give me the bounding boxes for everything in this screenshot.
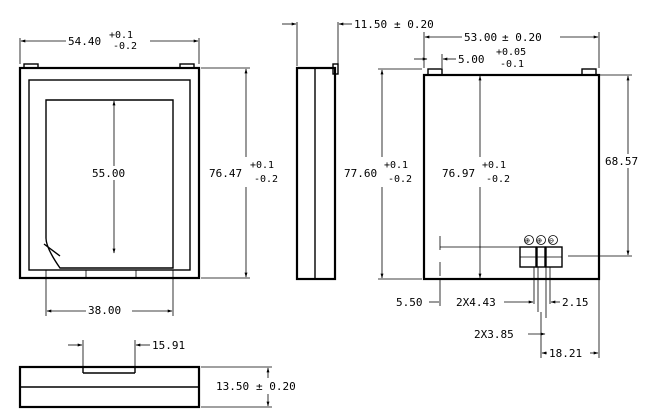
front-window-width-value: 38.00	[88, 304, 121, 317]
bottom-thickness-tol: ± 0.20	[256, 380, 296, 393]
front-window	[45, 99, 174, 269]
symbol-plus-2: ⊕	[537, 236, 542, 245]
back-height-value: 77.60	[344, 167, 377, 180]
front-width-tol-lower: -0.2	[113, 41, 137, 52]
front-bottom-step	[85, 269, 137, 279]
symbol-plus-1: ⊕	[525, 236, 530, 245]
back-view: 53.00 ± 0.20 5.00 +0.05 -0.1 77.60 +0.1 …	[342, 30, 645, 360]
front-height-tol-lower: -0.2	[254, 174, 278, 185]
back-height-tol-lower: -0.2	[388, 174, 412, 185]
symbol-minus: ⊖	[549, 236, 554, 245]
back-inner-height-value: 76.97	[442, 167, 475, 180]
symbol-plus-1-ring	[524, 235, 534, 245]
back-terminal-pitch-value: 2X3.85	[474, 328, 514, 341]
front-tab-right	[179, 63, 195, 69]
side-thickness-value: 11.50	[354, 18, 387, 31]
back-body	[422, 73, 601, 281]
back-terminal-gap-value: 2.15	[562, 296, 589, 309]
bottom-thickness-value: 13.50	[216, 380, 249, 393]
side-thickness-tol: ± 0.20	[394, 18, 434, 31]
front-height-value: 76.47	[209, 167, 242, 180]
front-tab-left	[23, 63, 39, 69]
front-window-height-value: 55.00	[92, 167, 125, 180]
back-inner-height-tol-upper: +0.1	[482, 160, 506, 171]
symbol-plus-2-ring	[536, 235, 546, 245]
symbol-minus-ring	[548, 235, 558, 245]
back-terminal-width-value: 2X4.43	[456, 296, 496, 309]
front-width-value: 54.40	[68, 35, 101, 48]
back-terminal-height-value: 68.57	[605, 155, 638, 168]
front-view: 54.40 +0.1 -0.2 55.00 76.47 +0.1 -0.2 38…	[18, 30, 278, 317]
back-tab-right	[581, 68, 597, 76]
back-width-tol: ± 0.20	[502, 31, 542, 44]
side-view: 11.50 ± 0.20	[282, 18, 434, 281]
back-height-tol-upper: +0.1	[384, 160, 408, 171]
side-body	[295, 66, 337, 281]
back-terminal-offset-value: 18.21	[549, 347, 582, 360]
back-tab-tol-upper: +0.05	[496, 47, 526, 58]
back-bottom-offset-value: 5.50	[396, 296, 423, 309]
bottom-view: 15.91 13.50 ± 0.20	[18, 339, 320, 409]
front-height-tol-upper: +0.1	[250, 160, 274, 171]
back-tab-tol-lower: -0.1	[500, 59, 524, 70]
back-tab-value: 5.00	[458, 53, 485, 66]
front-width-tol-upper: +0.1	[109, 30, 133, 41]
bottom-slot-value: 15.91	[152, 339, 185, 352]
back-tab-left	[427, 68, 443, 76]
back-inner-height-tol-lower: -0.2	[486, 174, 510, 185]
front-window-notch	[43, 243, 61, 257]
back-width-value: 53.00	[464, 31, 497, 44]
